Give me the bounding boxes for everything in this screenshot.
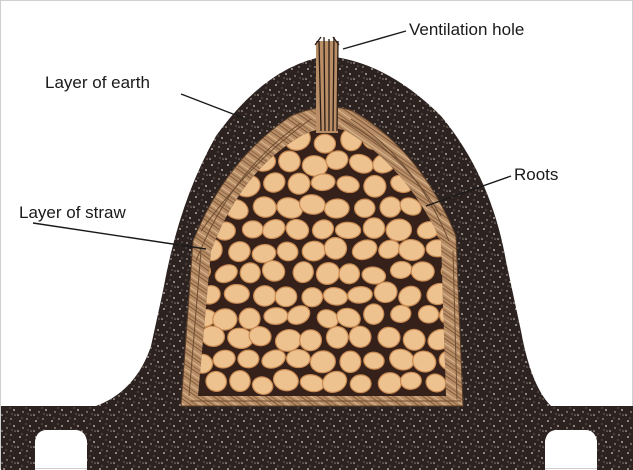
root-59: [323, 236, 348, 260]
root-36: [276, 197, 304, 219]
root-50: [362, 217, 386, 239]
root-109: [261, 349, 286, 369]
root-25: [263, 172, 286, 193]
root-76: [223, 283, 250, 304]
root-113: [363, 351, 385, 370]
root-80: [322, 286, 348, 306]
layer-of-straw-label: Layer of straw: [19, 203, 126, 222]
layer-of-earth-label: Layer of earth: [45, 73, 150, 92]
root-102: [348, 325, 372, 348]
root-73: [410, 261, 435, 282]
root-35: [252, 196, 277, 218]
root-81: [347, 286, 373, 304]
root-26: [287, 172, 311, 195]
root-70: [338, 263, 361, 285]
root-117: [205, 370, 228, 392]
root-45: [241, 220, 264, 239]
root-69: [315, 262, 341, 285]
leader-lines: [32, 30, 512, 250]
root-46: [262, 218, 286, 240]
root-68: [292, 261, 314, 284]
root-15: [278, 150, 301, 173]
root-122: [321, 370, 348, 393]
root-100: [299, 329, 323, 352]
root-111: [309, 350, 336, 374]
root-18: [348, 153, 374, 174]
root-123: [349, 374, 372, 394]
root-87: [238, 307, 261, 330]
root-94: [417, 304, 440, 324]
root-55: [228, 241, 251, 263]
root-49: [334, 221, 362, 240]
root-107: [212, 349, 236, 369]
root-89: [286, 305, 311, 325]
root-92: [363, 303, 385, 325]
root-78: [274, 286, 298, 308]
root-98: [248, 326, 272, 347]
root-90: [316, 309, 339, 329]
roots-label: Roots: [514, 165, 559, 184]
root-82: [373, 281, 398, 304]
root-91: [336, 307, 361, 328]
root-101: [325, 325, 349, 349]
root-41: [399, 197, 422, 216]
root-1: [198, 132, 212, 151]
root-120: [272, 369, 299, 392]
root-126: [425, 373, 446, 393]
leader-layer-of-earth: [180, 93, 247, 120]
root-71: [361, 266, 387, 285]
root-83: [398, 285, 422, 307]
root-39: [353, 198, 376, 218]
root-115: [412, 350, 437, 373]
root-38: [323, 198, 350, 219]
root-106: [198, 353, 214, 374]
root-56: [251, 243, 277, 264]
ventilation-hole-label: Ventilation hole: [409, 20, 525, 39]
root-112: [339, 350, 362, 374]
root-48: [311, 219, 335, 240]
root-29: [363, 174, 387, 198]
root-67: [261, 260, 286, 282]
root-104: [402, 328, 426, 351]
root-93: [390, 304, 412, 324]
root-62: [398, 238, 426, 262]
ventilation-straw-bundle: [314, 36, 340, 133]
root-16: [301, 155, 329, 177]
root-66: [239, 262, 261, 284]
root-118: [229, 370, 251, 393]
root-119: [251, 376, 274, 395]
root-60: [351, 239, 378, 261]
root-47: [285, 218, 310, 240]
root-65: [214, 264, 238, 284]
root-17: [325, 150, 349, 170]
root-28: [336, 175, 360, 194]
straw-strands: [188, 118, 461, 402]
root-86: [212, 308, 238, 331]
leader-roots: [425, 175, 512, 207]
root-74: [440, 260, 446, 279]
root-61: [378, 239, 401, 259]
root-57: [276, 241, 299, 262]
root-103: [377, 326, 401, 349]
root-77: [253, 285, 277, 307]
root-27: [310, 173, 336, 192]
root-79: [301, 287, 324, 308]
leader-ventilation-hole: [342, 30, 407, 50]
root-110: [285, 348, 311, 369]
root-125: [399, 371, 422, 390]
root-108: [237, 349, 260, 369]
leader-layer-of-straw: [32, 222, 207, 250]
root-51: [385, 218, 413, 242]
root-6: [313, 133, 337, 154]
